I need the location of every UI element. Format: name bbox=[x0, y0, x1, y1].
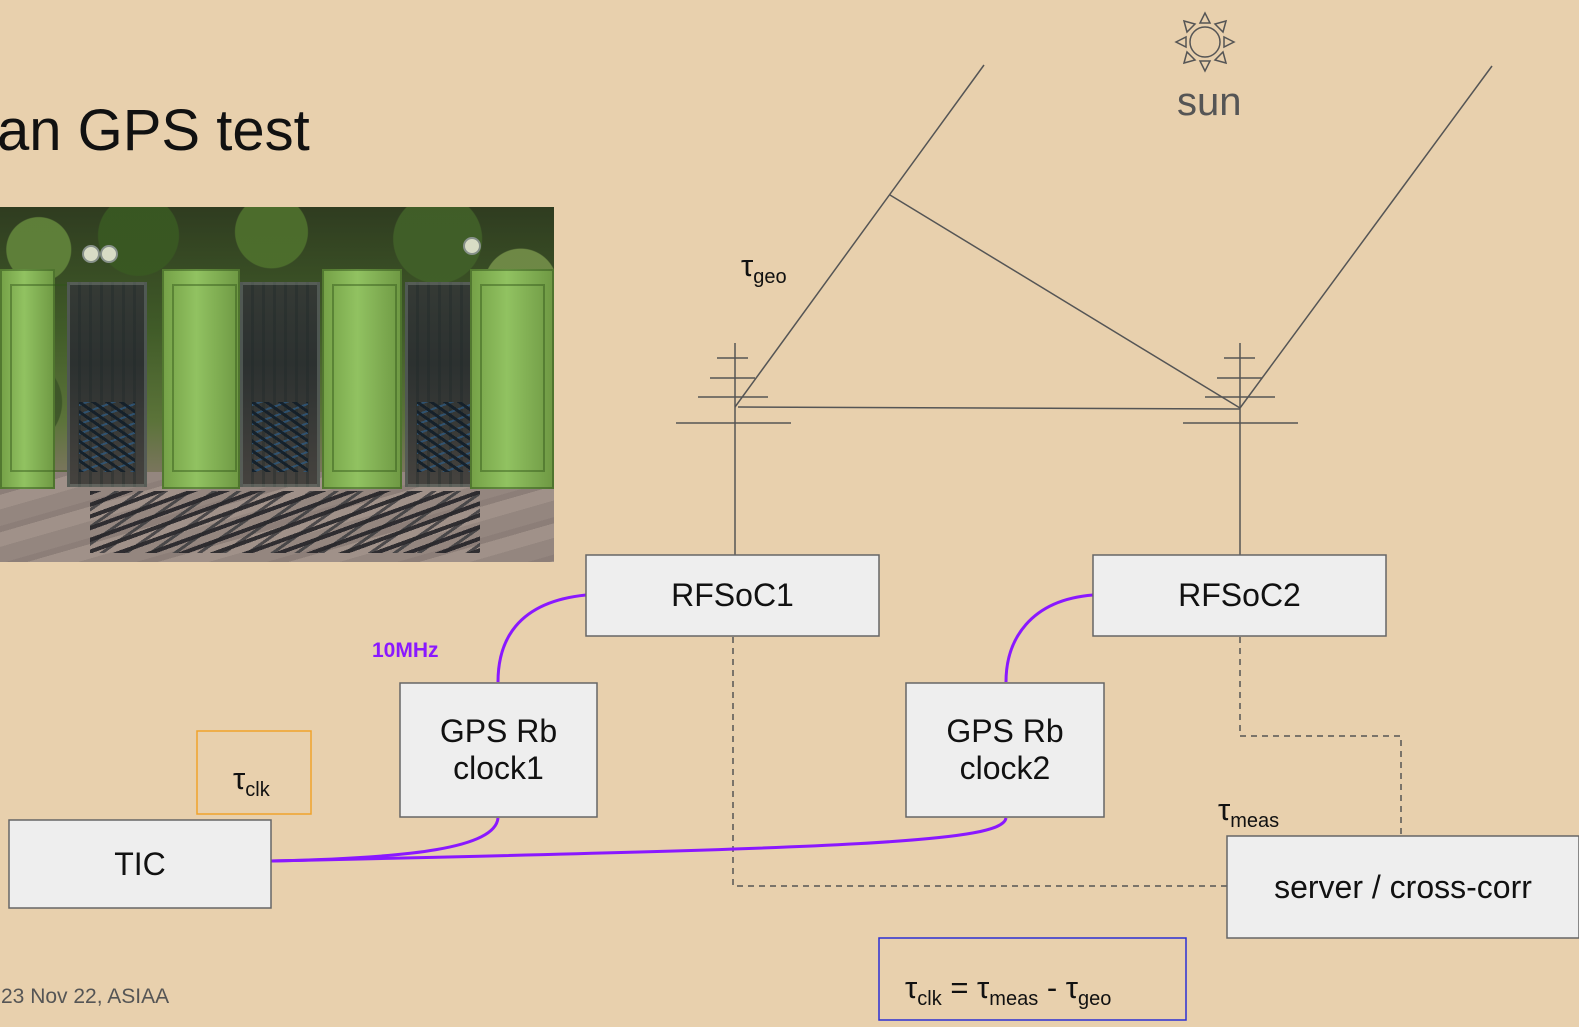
purple-link-clock1-tic bbox=[271, 818, 498, 861]
equation-label: τclk = τmeas - τgeo bbox=[905, 972, 1111, 1009]
incoming-ray-left bbox=[735, 65, 984, 407]
tau-clk-label: τclk bbox=[233, 763, 270, 800]
gps-clock2-box bbox=[906, 683, 1104, 817]
baseline bbox=[738, 407, 1240, 409]
antenna-left bbox=[676, 343, 791, 555]
sun-icon bbox=[1176, 13, 1234, 71]
gps-clock1-box bbox=[400, 683, 597, 817]
purple-link-rfsoc2-clock2 bbox=[1006, 595, 1093, 682]
rfsoc2-box bbox=[1093, 555, 1386, 636]
antenna-right bbox=[1183, 343, 1298, 555]
purple-link-rfsoc1-clock1 bbox=[498, 595, 586, 682]
tau-geo-label: τgeo bbox=[741, 250, 787, 287]
incoming-ray-right bbox=[1240, 66, 1492, 408]
geometric-path-line bbox=[890, 195, 1240, 408]
tic-box bbox=[9, 820, 271, 908]
rfsoc1-box bbox=[586, 555, 879, 636]
server-box bbox=[1227, 836, 1579, 938]
footer-text: 23 Nov 22, ASIAA bbox=[1, 985, 169, 1009]
rate-label: 10MHz bbox=[372, 639, 439, 663]
tau-meas-label: τmeas bbox=[1218, 794, 1279, 831]
sun-label: sun bbox=[1177, 82, 1242, 122]
